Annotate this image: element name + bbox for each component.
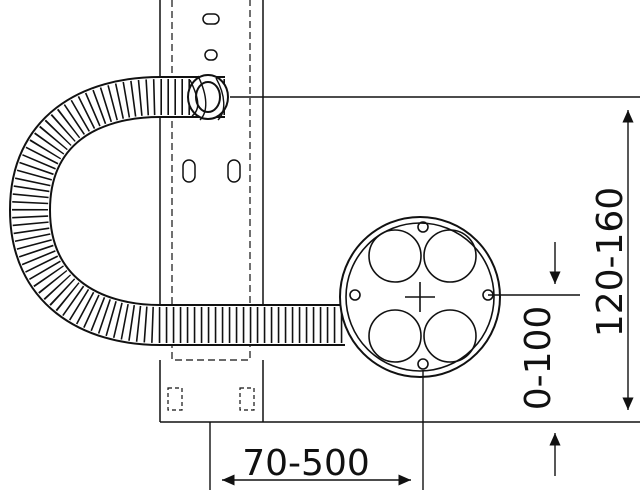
junction-box [339,216,501,378]
dimension-lines [209,96,640,490]
mounting-rail [159,0,264,423]
corrugated-conduit [8,74,345,346]
dim-label-box-offset: 0-100 [518,306,559,411]
dim-label-conduit-height: 120-160 [590,187,631,337]
dim-label-horizontal: 70-500 [242,443,370,484]
